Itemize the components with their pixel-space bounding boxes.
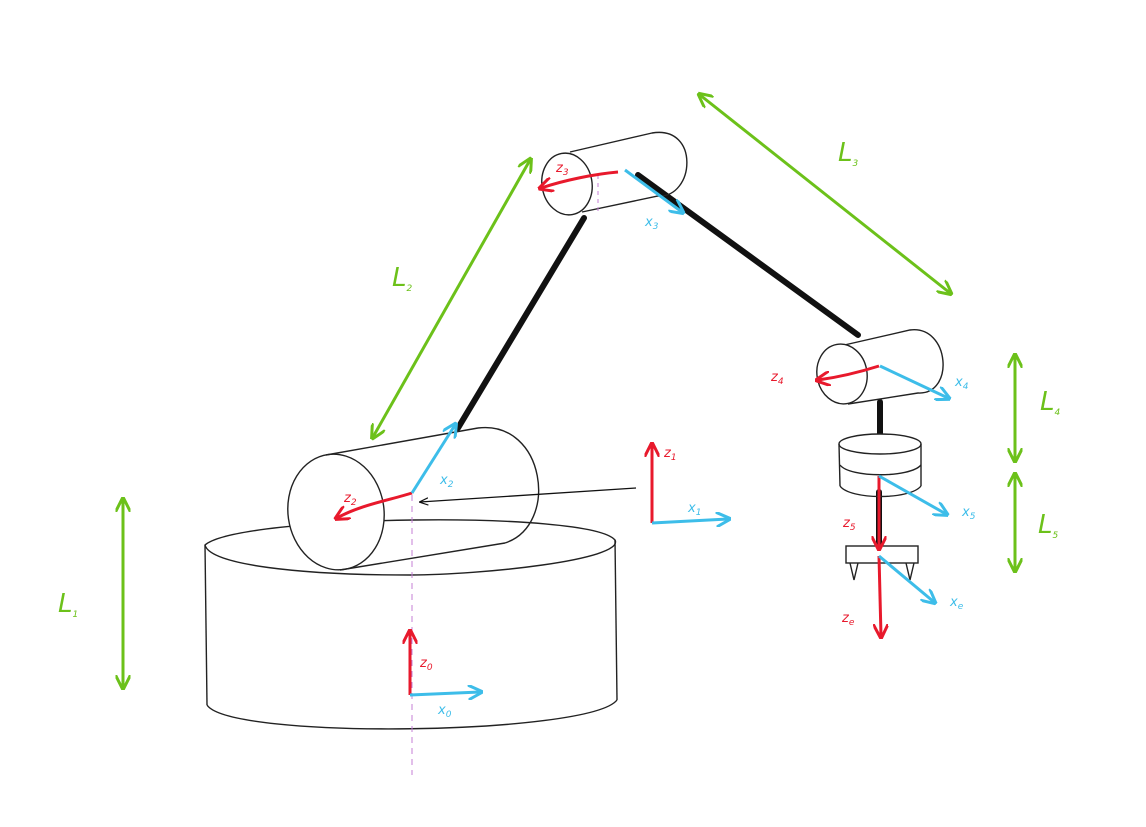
label-z1: z1 <box>663 446 677 463</box>
x4-axis <box>879 364 948 398</box>
label-z0: z0 <box>419 656 433 673</box>
x3-axis <box>624 168 682 212</box>
label-ze: ze <box>841 611 855 628</box>
base-cylinder <box>204 519 618 730</box>
z3-axis <box>541 170 619 188</box>
label-x4: x4 <box>954 375 969 392</box>
label-l2: L2 <box>392 263 413 294</box>
x1-axis <box>651 519 728 523</box>
ze-axis <box>879 555 881 636</box>
joint-2-cylinder <box>287 427 540 571</box>
frame-1-pointer <box>420 487 637 502</box>
gripper <box>845 545 919 581</box>
label-x1: x1 <box>687 501 701 518</box>
x5-axis <box>878 474 946 514</box>
x2-axis <box>410 425 455 494</box>
label-l3: L3 <box>838 138 859 169</box>
label-x0: x0 <box>437 703 452 720</box>
label-xe: xe <box>949 595 964 612</box>
links <box>455 172 883 548</box>
length-dimensions <box>123 95 1015 687</box>
label-x2: x2 <box>439 473 454 490</box>
xe-axis <box>878 554 934 602</box>
label-l4: L4 <box>1040 387 1061 418</box>
x0-axis <box>409 692 480 695</box>
l2-arrow <box>373 160 530 437</box>
link-2 <box>455 215 587 431</box>
label-l1: L1 <box>58 589 78 620</box>
label-z3: z3 <box>555 161 569 178</box>
label-z5: z5 <box>842 516 856 533</box>
label-x5: x5 <box>961 505 976 522</box>
label-l5: L5 <box>1038 510 1059 541</box>
z4-axis <box>818 364 880 380</box>
label-z4: z4 <box>770 370 784 387</box>
joint-4-cylinder <box>816 329 944 405</box>
label-x3: x3 <box>644 215 659 232</box>
l3-arrow <box>700 95 950 293</box>
link-3 <box>635 172 861 338</box>
z2-axis <box>337 491 413 518</box>
label-z2: z2 <box>343 491 357 508</box>
